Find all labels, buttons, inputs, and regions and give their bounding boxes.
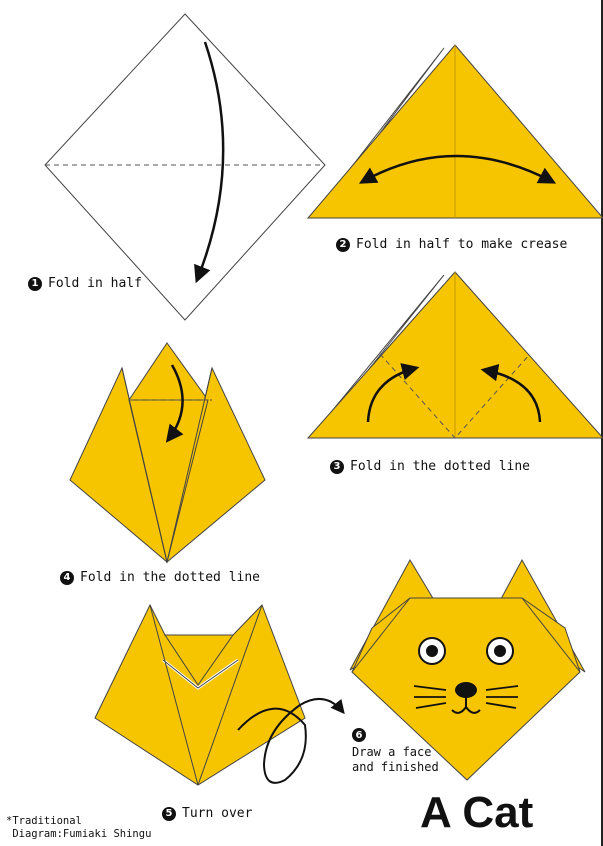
cat-nose (455, 682, 477, 698)
cat-whiskers (413, 685, 519, 709)
credit-text: *Traditional Diagram:Fumiaki Shingu (6, 815, 151, 841)
credit-line2: Diagram:Fumiaki Shingu (6, 828, 152, 840)
step5-body (94, 603, 306, 786)
step1-paper (44, 13, 326, 321)
step6-figure (349, 558, 586, 781)
step3-fold-line (379, 353, 531, 439)
step2-number: 2 (336, 237, 350, 252)
step3-arrow-right (480, 363, 542, 423)
step5-left-inner (149, 604, 199, 786)
step1-figure (44, 13, 326, 321)
credit-line1: *Traditional (6, 815, 82, 827)
step4-label: Fold in the dotted line (80, 570, 261, 585)
step5-figure (94, 603, 345, 786)
step3-figure (306, 271, 603, 439)
step6-left-fold (351, 597, 411, 673)
step2-caption: 2 Fold in half to make crease (336, 237, 567, 252)
step4-figure (69, 342, 266, 564)
step3-label: Fold in the dotted line (350, 459, 531, 474)
step6-number: 6 (352, 728, 366, 742)
step2-label: Fold in half to make crease (356, 237, 568, 252)
cat-right-eye-inner (494, 645, 506, 657)
step4-caption: 4 Fold in the dotted line (60, 570, 260, 585)
step5-turn-over-arrow (237, 697, 345, 784)
step4-top-flap (128, 342, 209, 401)
step6-right-fold (521, 597, 581, 673)
step5-right-inner (197, 604, 263, 786)
diagram-title: A Cat (420, 788, 534, 837)
step4-arrow (165, 364, 184, 443)
step5-v-line (162, 659, 239, 689)
step3-number: 3 (330, 459, 344, 474)
step1-caption: 1 Fold in half (28, 276, 142, 291)
step4-number: 4 (60, 570, 74, 585)
step5-label: Turn over (182, 806, 253, 821)
step5-caption: 5 Turn over (162, 806, 252, 821)
step2-figure (306, 44, 603, 219)
step2-arrow (358, 154, 557, 184)
step1-arrow (194, 41, 225, 284)
step5-number: 5 (162, 806, 176, 821)
step6-label: Draw a face and finished (352, 745, 439, 775)
step1-number: 1 (28, 276, 42, 291)
step6-label-line1: Draw a face (352, 745, 432, 759)
step3-arrow-left (366, 363, 420, 423)
step1-label: Fold in half (48, 276, 142, 291)
step6-number-wrap: 6 (352, 728, 372, 742)
step6-label-line2: and finished (352, 760, 439, 774)
step5-top-flap (164, 634, 234, 686)
step3-caption: 3 Fold in the dotted line (330, 459, 530, 474)
cat-left-eye-inner (426, 645, 438, 657)
cat-mouth (451, 697, 481, 714)
